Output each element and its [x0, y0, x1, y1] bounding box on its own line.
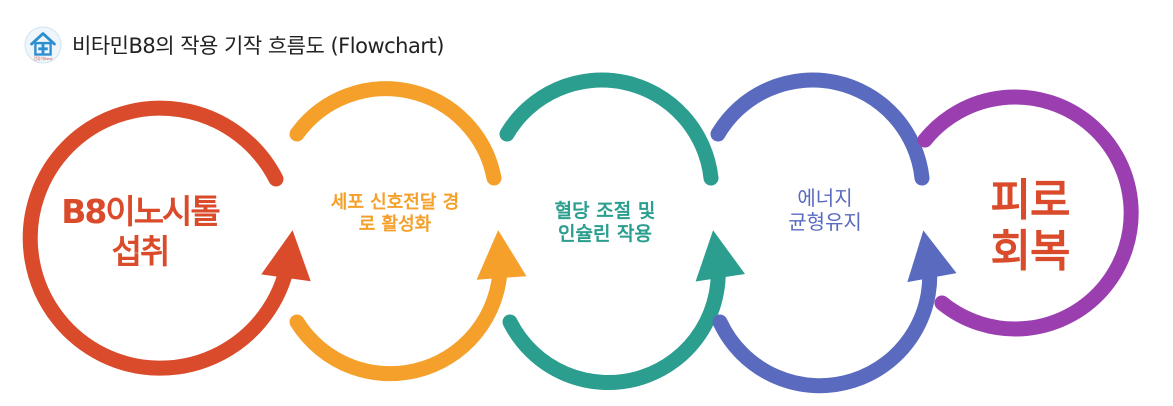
- node-3-label: 혈당 조절 및 인슐린 작용: [510, 200, 700, 246]
- flow-arc-1: [22, 100, 311, 376]
- flow-arc-3-top: [499, 72, 719, 186]
- node-1-label: B8이노시톨 섭취: [45, 192, 235, 271]
- node-1-line-1: B8이노시톨: [61, 192, 221, 231]
- health-house-logo-icon: 건강이Best: [24, 26, 62, 64]
- node-3-line-2: 인슐린 작용: [557, 222, 652, 245]
- node-2-line-2: 로 활성화: [358, 213, 432, 235]
- node-4-line-2: 균형유지: [788, 210, 862, 234]
- node-2-label: 세포 신호전달 경 로 활성화: [300, 192, 490, 235]
- flow-arc-4-bottom: [712, 230, 957, 394]
- logo-text: 건강이Best: [34, 56, 53, 61]
- header: 건강이Best 비타민B8의 작용 기작 흐름도 (Flowchart): [24, 26, 444, 64]
- page-title: 비타민B8의 작용 기작 흐름도 (Flowchart): [72, 34, 444, 58]
- flow-arc-2-top: [289, 81, 502, 186]
- node-5-label: 피로 회복: [935, 175, 1125, 277]
- node-5-line-1: 피로: [990, 175, 1071, 226]
- node-5-line-2: 회복: [990, 225, 1071, 277]
- flow-arc-2-bottom: [289, 230, 527, 382]
- node-4-label: 에너지 균형유지: [730, 186, 920, 234]
- node-4-line-1: 에너지: [797, 186, 853, 210]
- node-1-line-2: 섭취: [111, 231, 171, 271]
- flow-arc-3-bottom: [502, 230, 745, 391]
- flow-arc-4-top: [710, 72, 930, 186]
- node-3-line-1: 혈당 조절 및: [554, 200, 656, 222]
- flow-arc-5: [917, 89, 1139, 337]
- node-2-line-1: 세포 신호전달 경: [330, 192, 460, 213]
